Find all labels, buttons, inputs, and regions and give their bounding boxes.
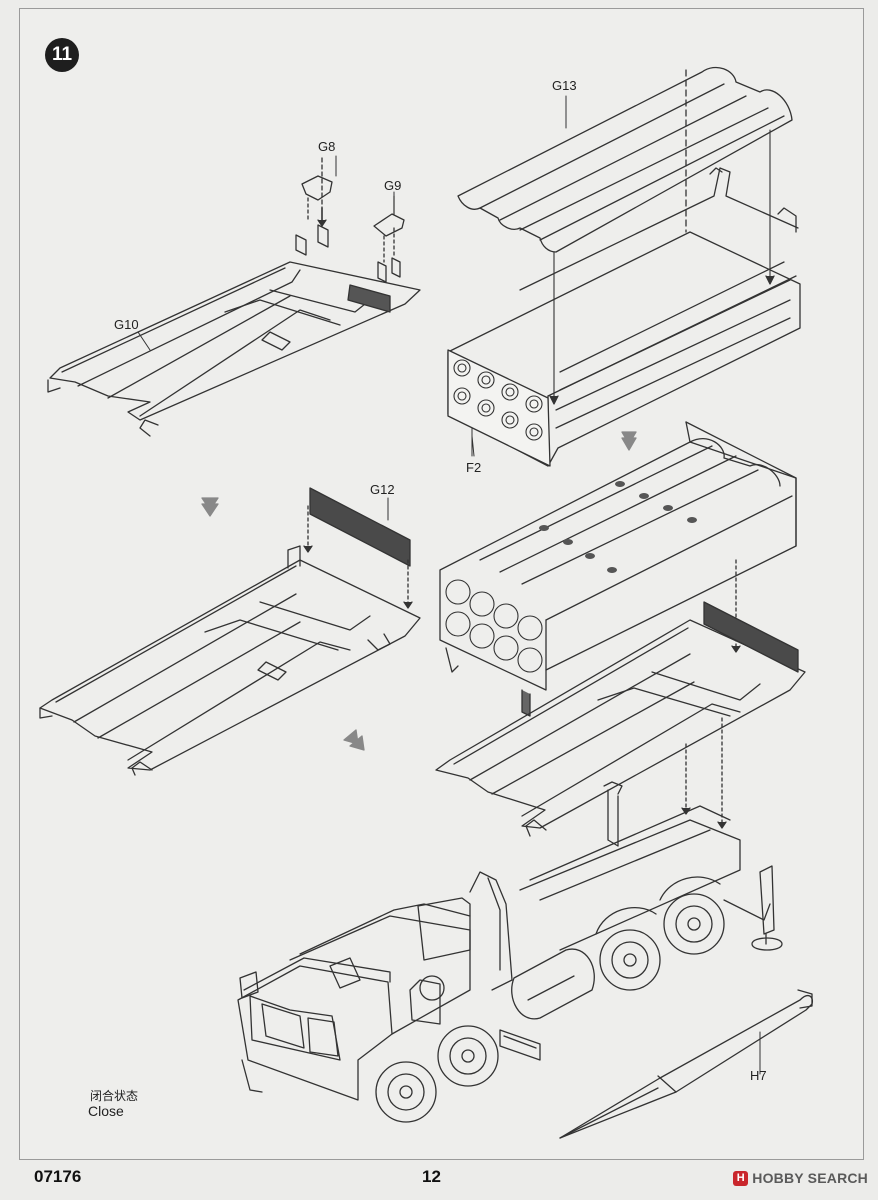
label-leader-lines [137,95,761,1075]
part-g9-drawing [373,195,405,263]
truck-wheel-drawing [375,893,725,1123]
frame-g12-drawing [39,545,421,776]
part-label-f2: F2 [466,460,482,475]
flow-arrow-down [621,431,637,451]
front-plate-f2-drawing [447,349,551,467]
flow-arrow-diagonal [343,729,365,751]
lower-frame-drawing [435,601,806,837]
pod-g13-drawing [457,66,793,405]
part-label-g13: G13 [552,78,577,93]
truck-drawing [237,781,783,1123]
sheet-border [19,8,864,1160]
panel-g12-drawing [303,487,413,609]
part-label-g10: G10 [114,317,139,332]
step-number-badge: 11 [45,38,79,72]
kit-number: 07176 [34,1167,82,1186]
missile-h7-drawing [559,989,814,1139]
watermark-brand-text: HOBBY SEARCH [752,1170,868,1186]
page-number: 12 [422,1167,441,1186]
part-label-g8: G8 [318,139,336,154]
hobby-search-watermark: H HOBBY SEARCH [733,1170,868,1186]
hobby-search-logo-icon: H [733,1170,749,1186]
state-label-chinese: 闭合状态 [90,1089,139,1103]
part-g8-drawing [301,157,333,227]
assembled-pod-drawing [439,421,797,717]
part-label-h7: H7 [750,1068,767,1083]
frame-g10-drawing [47,224,421,437]
flow-arrow-down-left [201,497,219,517]
part-label-g9: G9 [384,178,402,193]
state-label-english: Close [88,1103,124,1119]
part-label-g12: G12 [370,482,395,497]
